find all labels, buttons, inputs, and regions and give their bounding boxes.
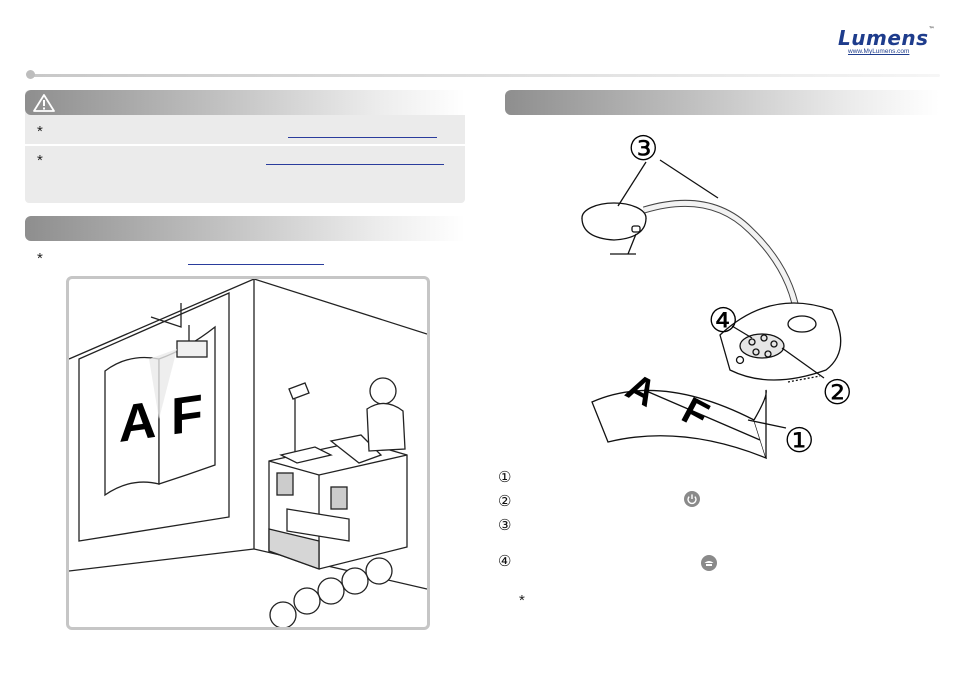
installation-section-bar xyxy=(25,216,465,241)
warning-section-bar xyxy=(25,90,465,115)
header-rule xyxy=(30,74,940,77)
note-bullet: * xyxy=(519,592,525,609)
callout-3: ③ xyxy=(628,129,658,169)
lamp-icon xyxy=(701,555,717,571)
classroom-drawing: A F xyxy=(69,279,427,627)
warning-link-2[interactable] xyxy=(266,164,444,165)
screen-letter-f: F xyxy=(171,384,203,446)
brand-url-link[interactable]: www.MyLumens.com xyxy=(848,48,910,55)
legend-number-1: ① xyxy=(498,469,512,486)
header-rule-dot xyxy=(26,70,35,79)
callout-2: ② xyxy=(822,373,852,413)
legend-number-2: ② xyxy=(498,493,512,510)
brand-name: Lumens xyxy=(838,26,929,50)
classroom-illustration: A F xyxy=(66,276,430,630)
brand-logo: Lumens™ xyxy=(838,26,935,50)
brand-trademark: ™ xyxy=(928,26,936,33)
callout-1: ① xyxy=(784,421,814,461)
installation-bullet: * xyxy=(37,250,43,267)
legend-number-4: ④ xyxy=(498,553,512,570)
warning-triangle-icon xyxy=(33,94,55,112)
product-section-bar xyxy=(505,90,939,115)
warning-link-1[interactable] xyxy=(288,137,437,138)
callout-4: ④ xyxy=(708,301,738,341)
screen-letter-a: A xyxy=(119,391,157,454)
warning-bullet-2: * xyxy=(37,152,43,169)
document-camera-diagram: ③ ④ ② ① A F xyxy=(581,129,852,461)
warning-row-divider xyxy=(25,144,465,146)
installation-link[interactable] xyxy=(188,264,324,265)
power-icon xyxy=(684,491,700,507)
legend-number-3: ③ xyxy=(498,517,512,534)
warning-bullet-1: * xyxy=(37,123,43,140)
